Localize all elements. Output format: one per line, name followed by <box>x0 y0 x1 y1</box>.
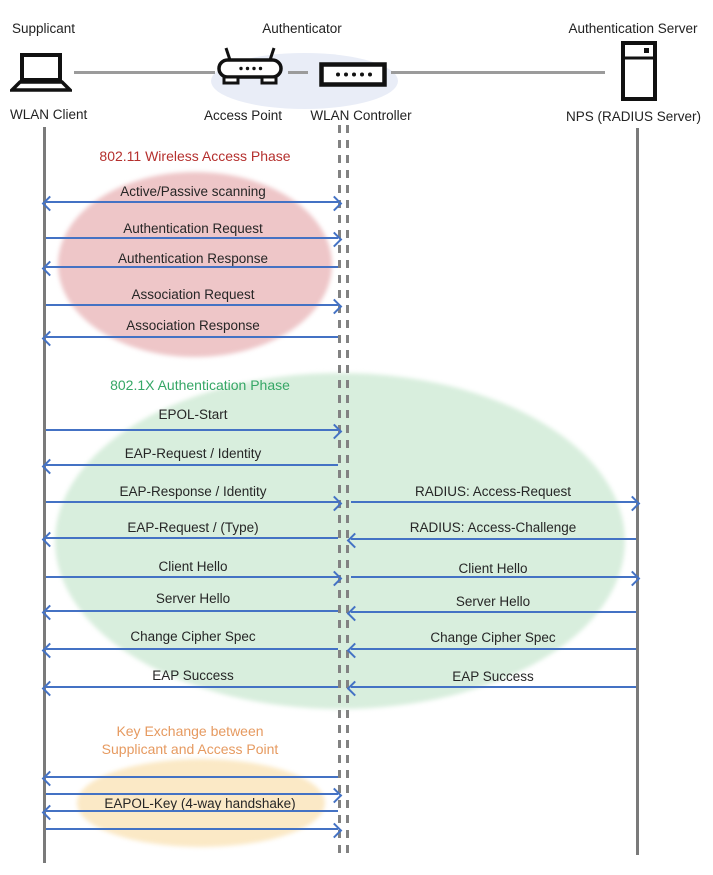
wlan-controller-icon <box>319 62 387 87</box>
message-label: Server Hello <box>155 591 231 606</box>
message-label: EAP-Response / Identity <box>119 484 267 499</box>
phase2-title: 802.1X Authentication Phase <box>110 377 290 393</box>
message-arrow-left <box>346 680 636 697</box>
message-arrow-right <box>46 423 343 440</box>
message-arrow-left <box>41 531 338 548</box>
message-label: Association Request <box>131 287 255 302</box>
message-label: Association Response <box>126 318 260 333</box>
message-arrow-right <box>46 231 343 248</box>
handshake-arrow-right <box>46 787 343 804</box>
message-label: Active/Passive scanning <box>120 184 266 199</box>
lifeline-client <box>43 127 46 863</box>
role-authentication-server: Authentication Server <box>568 21 698 36</box>
message-arrow-left <box>41 680 338 697</box>
node-label-wlan-controller: WLAN Controller <box>310 108 412 123</box>
message-arrow-right <box>351 495 641 512</box>
message-arrow-left <box>346 605 636 622</box>
node-label-access-point: Access Point <box>203 108 283 123</box>
laptop-icon <box>10 53 72 92</box>
message-arrow-left <box>41 642 338 659</box>
message-arrow-left <box>41 458 338 475</box>
lifeline-server <box>636 128 639 855</box>
phase1-title: 802.11 Wireless Access Phase <box>99 148 291 164</box>
node-label-nps-server: NPS (RADIUS Server) <box>565 109 702 124</box>
message-label: Client Hello <box>158 559 228 574</box>
handshake-arrow-right <box>46 822 343 839</box>
message-arrow-left <box>41 604 338 621</box>
connector-ap-controller <box>288 71 308 74</box>
message-label: EPOL-Start <box>158 407 228 422</box>
message-arrow-left <box>346 532 636 549</box>
handshake-label: EAPOL-Key (4-way handshake) <box>104 796 296 811</box>
message-arrow-left <box>41 260 338 277</box>
role-supplicant: Supplicant <box>12 21 76 36</box>
connector-client-ap <box>74 71 215 74</box>
message-label: Change Cipher Spec <box>130 629 256 644</box>
server-icon <box>621 41 657 101</box>
message-label: EAP Success <box>152 668 234 683</box>
message-label: RADIUS: Access-Request <box>414 484 572 499</box>
phase3-title-line2: Supplicant and Access Point <box>101 741 279 757</box>
message-label: RADIUS: Access-Challenge <box>409 520 577 535</box>
phase3-title-line1: Key Exchange between <box>116 723 264 739</box>
message-arrow-left <box>41 330 338 347</box>
message-label: EAP-Request / Identity <box>124 446 262 461</box>
connector-controller-server <box>391 71 605 74</box>
message-label: Change Cipher Spec <box>430 630 556 645</box>
message-arrow-right <box>46 298 343 315</box>
message-arrow-right <box>46 495 343 512</box>
lifeline-controller-dashed-1 <box>338 125 341 856</box>
message-arrow-right <box>351 570 641 587</box>
node-label-wlan-client: WLAN Client <box>10 107 88 122</box>
handshake-arrow-left <box>41 804 338 821</box>
message-label: Client Hello <box>458 561 528 576</box>
access-point-icon <box>217 47 283 85</box>
role-authenticator: Authenticator <box>262 21 342 36</box>
message-label: Authentication Response <box>117 251 269 266</box>
message-label: EAP-Request / (Type) <box>127 520 259 535</box>
message-arrow-both <box>41 195 343 212</box>
message-arrow-right <box>46 570 343 587</box>
phase3-ellipse <box>77 759 325 847</box>
message-label: EAP Success <box>452 669 534 684</box>
lifeline-controller-dashed-2 <box>346 125 349 856</box>
message-label: Authentication Request <box>123 221 263 236</box>
message-arrow-left <box>346 642 636 659</box>
handshake-arrow-left <box>41 770 338 787</box>
message-label: Server Hello <box>455 594 531 609</box>
